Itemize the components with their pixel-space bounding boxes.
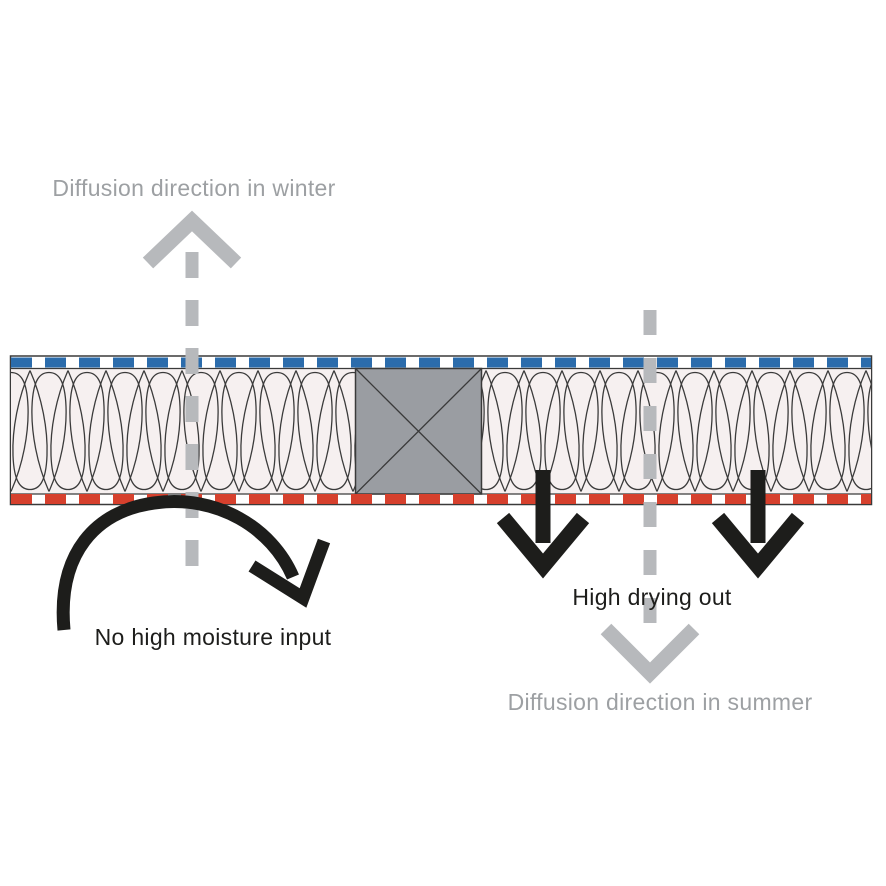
drying-arrows	[496, 470, 805, 579]
arc-path	[56, 495, 299, 631]
arrow-down-icon	[711, 512, 805, 579]
construction-band	[9, 355, 873, 506]
drying-arrow-left	[496, 470, 590, 579]
arrow-down-icon	[496, 512, 590, 579]
moisture-arc-arrow	[56, 495, 331, 631]
summer-diffusion-label: Diffusion direction in summer	[507, 689, 813, 715]
chevron-down-icon	[600, 623, 700, 684]
no-moisture-input-label: No high moisture input	[94, 624, 332, 650]
winter-diffusion-arrow	[142, 210, 242, 583]
high-drying-out-label: High drying out	[572, 584, 732, 610]
winter-diffusion-label: Diffusion direction in winter	[52, 175, 336, 201]
beam-diagonal-2	[355, 368, 482, 495]
summer-diffusion-arrow	[600, 310, 700, 684]
arrow-head-icon	[248, 538, 331, 608]
drying-arrow-right	[711, 470, 805, 579]
timber-beam	[354, 367, 483, 495]
chevron-up-icon	[142, 210, 242, 269]
